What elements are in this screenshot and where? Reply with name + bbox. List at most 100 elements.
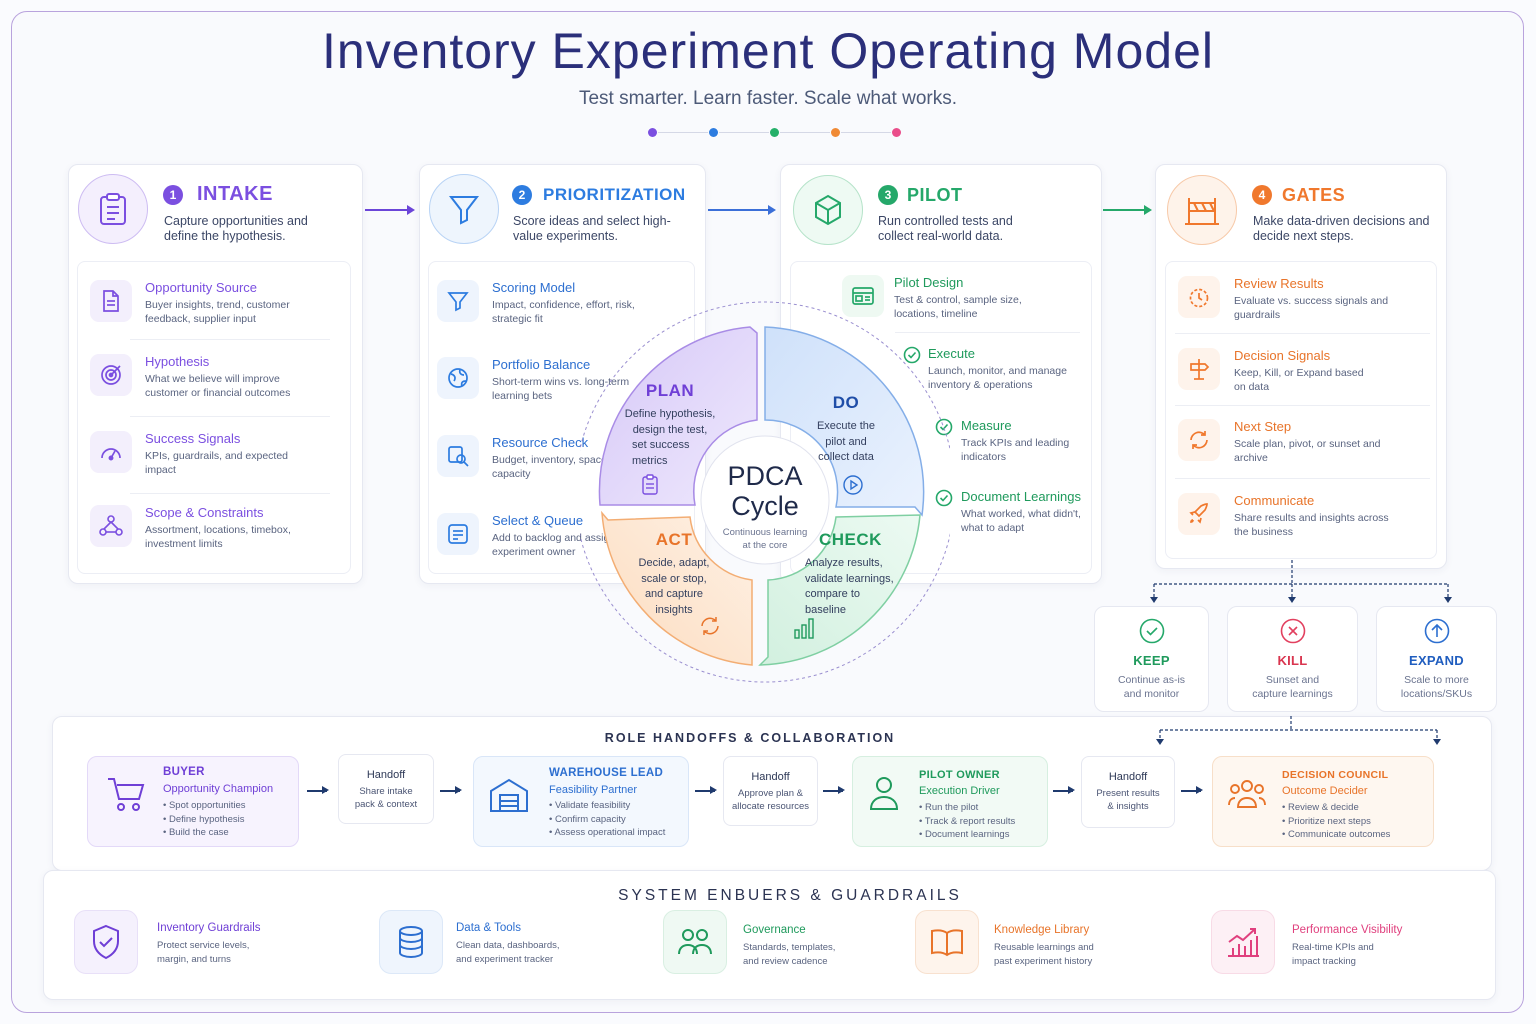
signpost-icon: [1178, 348, 1220, 390]
barrier-icon: [1167, 175, 1237, 245]
prioritization-item-select-queue[interactable]: Select & Queue Add to backlog and assign…: [437, 513, 687, 561]
pdca-center: [700, 435, 830, 565]
stage-4-title: GATES: [1282, 185, 1346, 205]
role-handoffs-label: ROLE HANDOFFS & COLLABORATION: [604, 731, 896, 745]
gates-item-communicate[interactable]: Communicate Share results and insights a…: [1178, 493, 1428, 541]
council-connectors: [1156, 716, 1441, 745]
dot-4: [831, 128, 840, 137]
role-pilot-owner[interactable]: PILOT OWNER Execution Driver Run the pil…: [852, 756, 1048, 847]
gates-item-next-step[interactable]: Next Step Scale plan, pivot, or sunset a…: [1178, 419, 1428, 467]
arrow-pilot-to-gates: [1103, 205, 1152, 215]
pdca-plan-quadrant: [598, 326, 758, 506]
target-icon: [90, 354, 132, 396]
people-icon: [663, 910, 727, 974]
prioritization-item-scoring-model[interactable]: Scoring Model Impact, confidence, effort…: [437, 280, 687, 328]
arrow-handoff3-to-council: [1181, 787, 1203, 793]
gauge-icon: [90, 431, 132, 473]
globe-icon: [437, 357, 479, 399]
guardrail-governance[interactable]: Governance Standards, templates,and revi…: [663, 910, 873, 974]
pdca-center-label: PDCA Cycle Continuous learning at the co…: [722, 461, 808, 551]
check-circle-icon: [903, 346, 921, 364]
stage-4-description: Make data-driven decisions and decide ne…: [1253, 214, 1430, 243]
funnel-icon: [437, 280, 479, 322]
cart-icon: [108, 778, 145, 811]
arrow-intake-to-prioritization: [365, 205, 415, 215]
stage-3-description: Run controlled tests and collect real-wo…: [878, 214, 1013, 243]
dashboard-icon: [842, 275, 884, 317]
pdca-check-quadrant: [758, 514, 921, 666]
arrow-pilot-owner-to-handoff: [1053, 787, 1075, 793]
rocket-icon: [1178, 493, 1220, 535]
cycle-icon: [701, 617, 719, 635]
database-icon: [379, 910, 443, 974]
intake-item-scope-constraints[interactable]: Scope & Constraints Assortment, location…: [90, 505, 340, 553]
page-title: Inventory Experiment Operating Model: [322, 23, 1214, 79]
dot-1: [648, 128, 657, 137]
gates-item-decision-signals[interactable]: Decision Signals Keep, Kill, or Expand b…: [1178, 348, 1428, 396]
trend-chart-icon: [1211, 910, 1275, 974]
gates-item-review-results[interactable]: Review Results Evaluate vs. success sign…: [1178, 276, 1428, 324]
intake-item-opportunity-source[interactable]: Opportunity Source Buyer insights, trend…: [90, 280, 340, 328]
play-icon: [843, 475, 863, 495]
book-icon: [915, 910, 979, 974]
check-circle-icon: [935, 418, 953, 436]
arrow-handoff1-to-warehouse: [440, 787, 462, 793]
document-icon: [90, 280, 132, 322]
handoff-2[interactable]: Handoff Approve plan &allocate resources: [723, 756, 818, 826]
refresh-icon: [1178, 419, 1220, 461]
pdca-plan: PLAN Define hypothesis, design the test,…: [624, 381, 716, 467]
shield-icon: [74, 910, 138, 974]
clipboard-icon: [78, 174, 148, 244]
guardrails-label: SYSTEM ENBUERS & GUARDRAILS: [618, 887, 962, 904]
x-icon: [1280, 618, 1305, 644]
handoff-3[interactable]: Handoff Present results& insights: [1081, 756, 1175, 828]
role-buyer[interactable]: BUYER Opportunity Champion Spot opportun…: [87, 756, 299, 847]
pdca-cycle: [580, 301, 950, 683]
stage-1-title: INTAKE: [197, 183, 273, 205]
intake-item-success-signals[interactable]: Success Signals KPIs, guardrails, and ex…: [90, 431, 340, 479]
guardrail-data-tools[interactable]: Data & Tools Clean data, dashboards,and …: [379, 910, 599, 974]
stage-3-title: PILOT: [907, 185, 963, 205]
check-circle-icon: [935, 489, 953, 507]
intake-item-hypothesis[interactable]: Hypothesis What we believe will improve …: [90, 354, 340, 402]
guardrail-knowledge-library[interactable]: Knowledge Library Reusable learnings and…: [915, 910, 1135, 974]
arrow-prioritization-to-pilot: [708, 205, 776, 215]
guardrail-performance-visibility[interactable]: Performance Visibility Real-time KPIs an…: [1211, 910, 1431, 974]
dot-5: [892, 128, 901, 137]
pilot-item-document-learnings[interactable]: Document Learnings What worked, what did…: [935, 489, 1090, 537]
prioritization-item-resource-check[interactable]: Resource Check Budget, inventory, space,…: [437, 435, 687, 483]
cube-icon: [793, 175, 863, 245]
decorative-dots: [648, 128, 901, 138]
pdca-do: DO Execute the pilot and collect data: [816, 393, 876, 463]
pilot-item-pilot-design[interactable]: Pilot Design Test & control, sample size…: [842, 275, 1082, 323]
pdca-outer-ring: [580, 301, 950, 683]
pdca-act-quadrant: [601, 510, 753, 666]
stage-3-number: 3: [878, 185, 898, 205]
pdca-check: CHECK Analyze results, validate learning…: [805, 530, 894, 616]
bar-chart-icon: [794, 618, 814, 639]
page-subtitle: Test smarter. Learn faster. Scale what w…: [578, 88, 958, 109]
stage-1-description: Capture opportunities and define the hyp…: [164, 214, 308, 243]
stage-2-description: Score ideas and select high-value experi…: [513, 214, 671, 243]
arrow-warehouse-to-handoff: [695, 787, 717, 793]
person-icon: [869, 777, 899, 810]
role-decision-council[interactable]: DECISION COUNCIL Outcome Decider Review …: [1212, 756, 1434, 847]
prioritization-item-portfolio-balance[interactable]: Portfolio Balance Short-term wins vs. lo…: [437, 357, 687, 405]
queue-icon: [437, 513, 479, 555]
inspect-icon: [437, 435, 479, 477]
arrow-handoff2-to-pilot-owner: [823, 787, 845, 793]
guardrail-inventory-guardrails[interactable]: Inventory Guardrails Protect service lev…: [74, 910, 294, 974]
role-warehouse-lead[interactable]: WAREHOUSE LEAD Feasibility Partner Valid…: [473, 756, 689, 847]
gates-outcome-connectors: [1150, 560, 1452, 603]
arrow-buyer-to-handoff: [307, 787, 329, 793]
stage-1-number: 1: [163, 185, 183, 205]
pilot-item-execute[interactable]: Execute Launch, monitor, and manage inve…: [903, 346, 1083, 394]
stage-2-title: PRIORITIZATION: [543, 185, 686, 204]
clipboard-icon: [642, 474, 658, 495]
dot-2: [709, 128, 718, 137]
pilot-item-measure[interactable]: Measure Track KPIs and leading indicator…: [935, 418, 1085, 466]
